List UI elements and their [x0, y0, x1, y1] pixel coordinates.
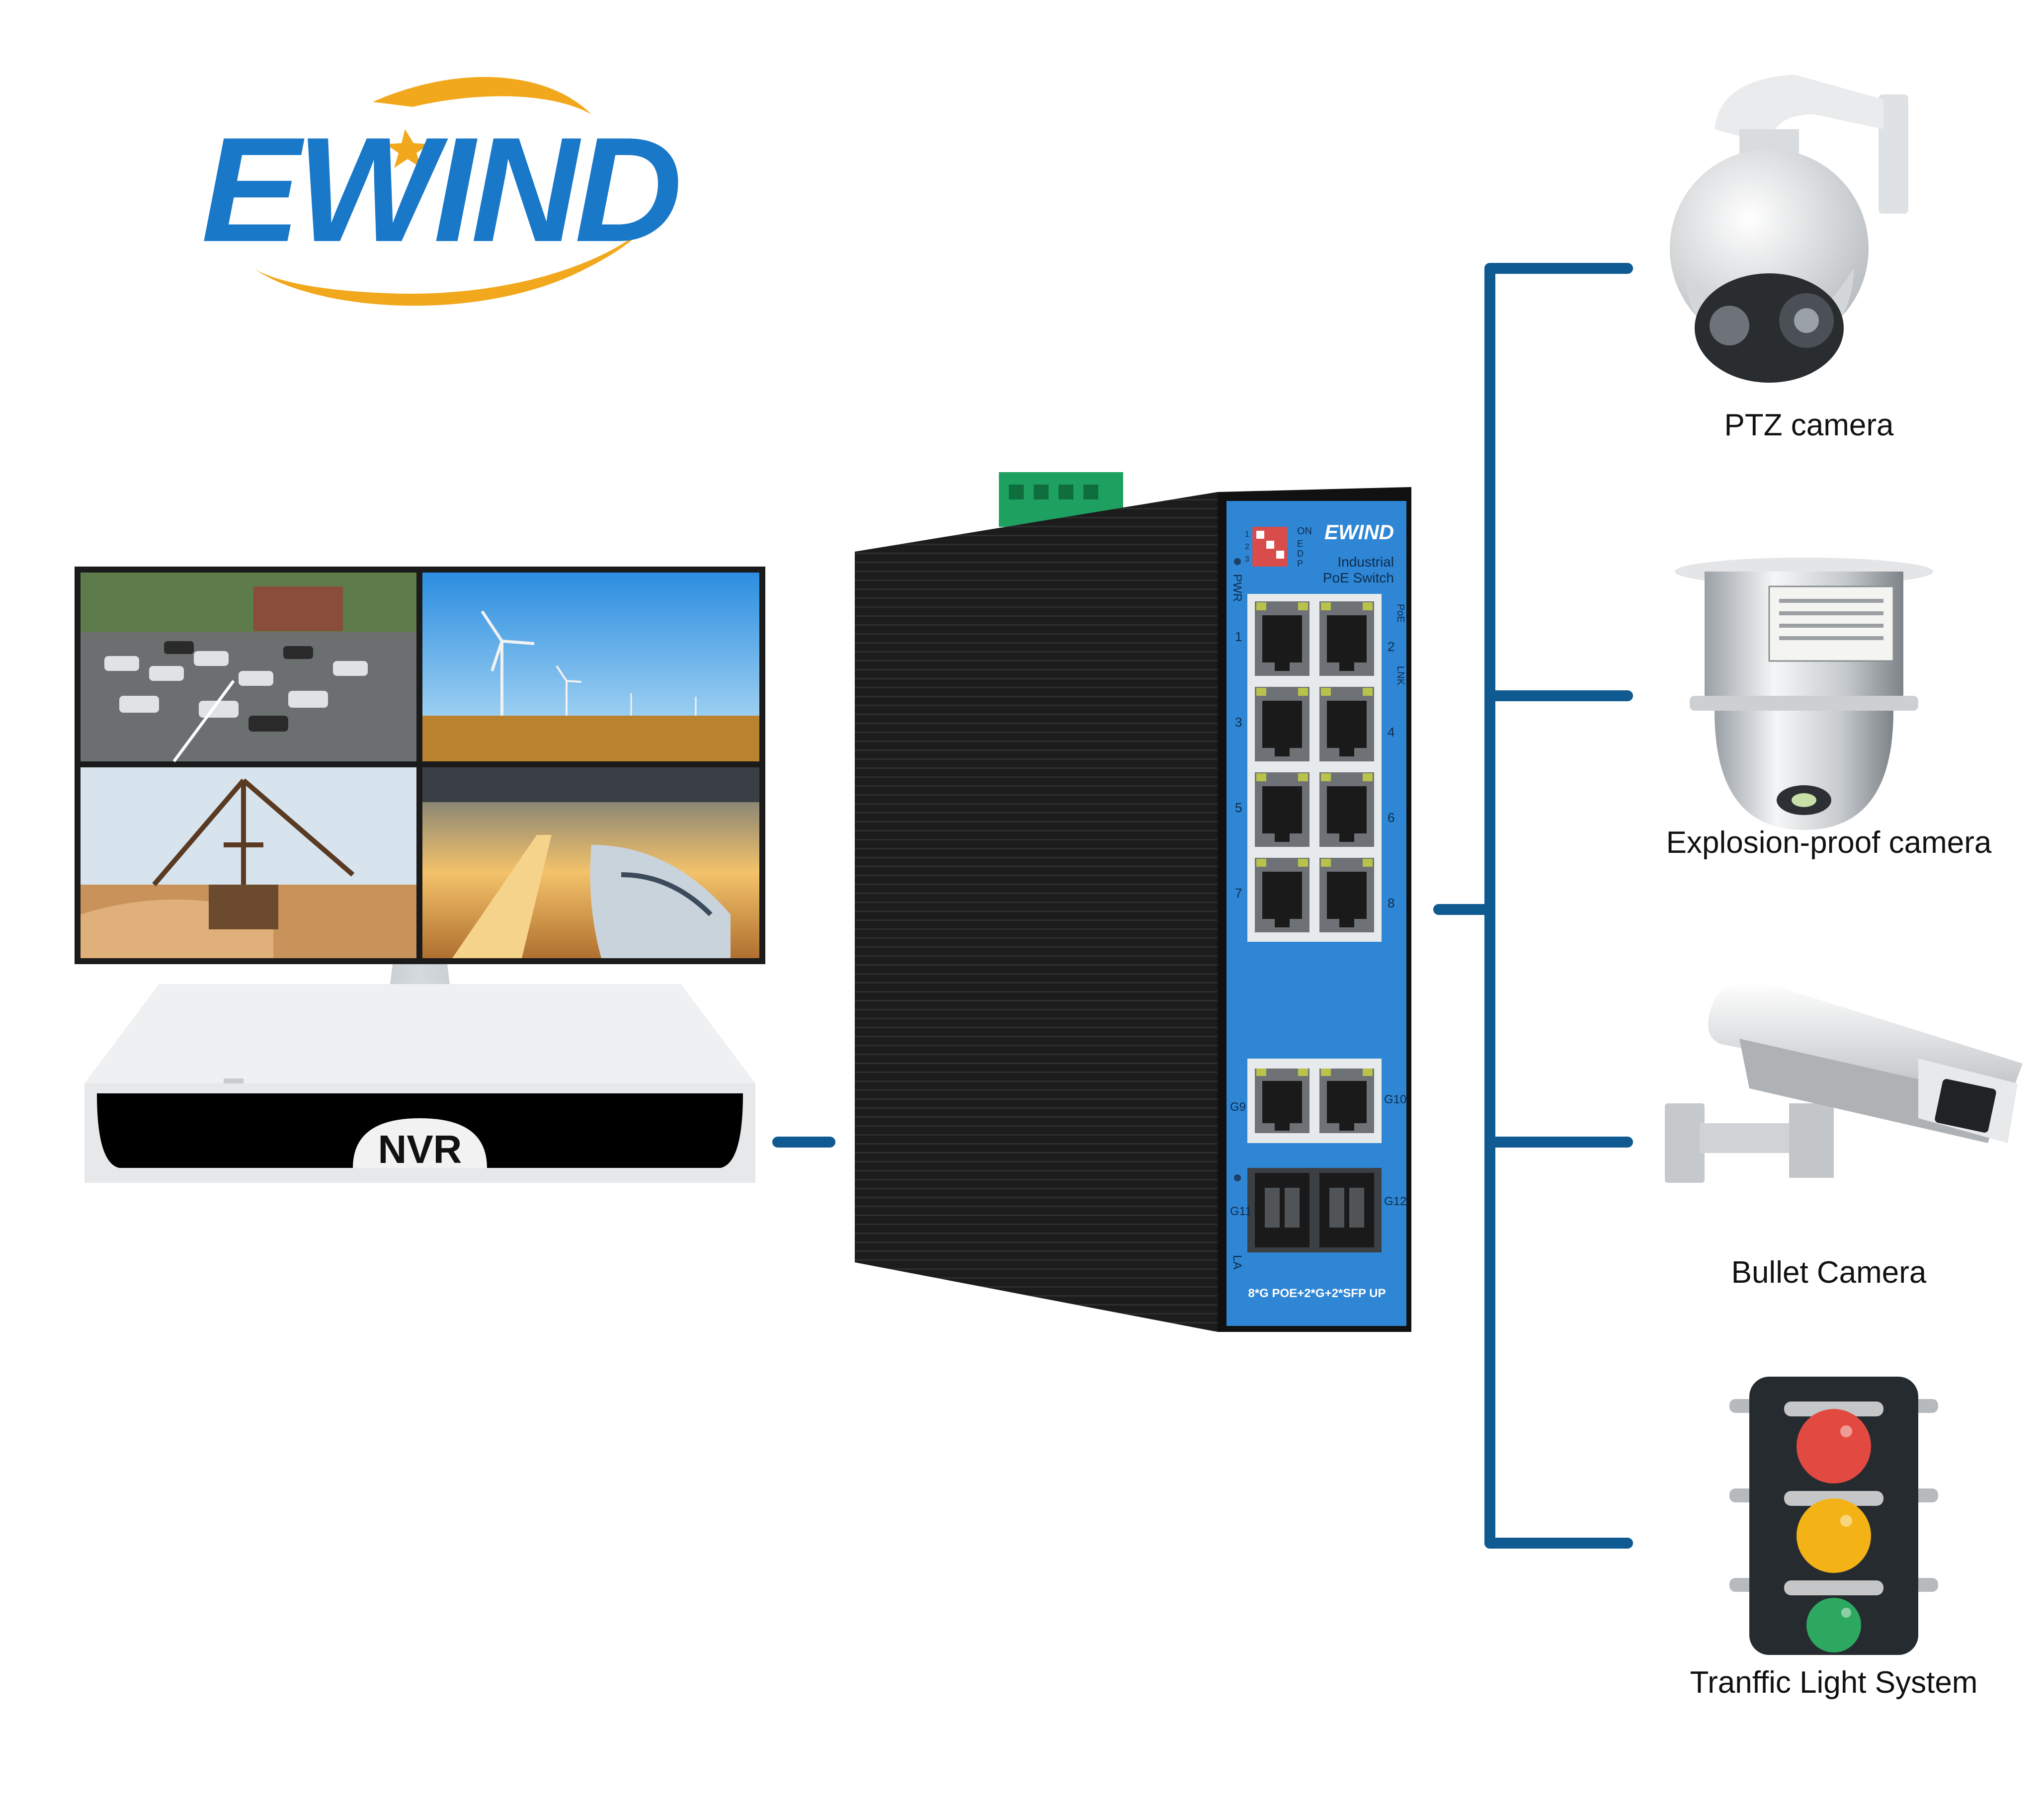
dip-letter-p: P [1297, 559, 1303, 569]
camera-feed-railway-station [422, 767, 759, 958]
dip-on-label: ON [1297, 526, 1312, 537]
logo-star-icon [386, 129, 429, 168]
uplink-port-g9[interactable] [1255, 1069, 1309, 1133]
poe-port-5[interactable] [1255, 772, 1309, 847]
logo-text: EWIND [201, 106, 679, 273]
switch-brand-label: EWIND [1324, 520, 1394, 544]
camera-feed-mining-excavator [81, 767, 416, 958]
port-number-3: 3 [1235, 715, 1242, 730]
poe-port-2[interactable] [1319, 601, 1374, 676]
sfp-port-g12[interactable] [1319, 1173, 1374, 1247]
uplink-label-g10: G10 [1384, 1093, 1406, 1106]
switch-product-line2: PoE Switch [1323, 570, 1394, 585]
traffic-light-icon [1729, 1377, 1938, 1655]
device-label-bullet: Bullet Camera [1731, 1255, 1927, 1290]
dip-number-3: 3 [1245, 555, 1249, 564]
port-number-8: 8 [1388, 896, 1394, 910]
la-label: LA [1230, 1255, 1244, 1269]
poe-ports [1255, 601, 1374, 932]
poe-port-4[interactable] [1319, 687, 1374, 761]
switch-spec-label: 8*G POE+2*G+2*SFP UP [1248, 1287, 1386, 1300]
sfp-label-g12: G12 [1384, 1195, 1406, 1208]
la-led-icon [1234, 1174, 1241, 1181]
dip-switch[interactable] [1252, 527, 1287, 567]
dip-letter-d: D [1297, 549, 1304, 559]
uplink-port-g10[interactable] [1319, 1069, 1374, 1133]
yellow-light-icon [1797, 1498, 1871, 1573]
poe-port-8[interactable] [1319, 858, 1374, 932]
ewind-logo: EWIND [201, 77, 683, 306]
poe-label: PoE [1395, 604, 1406, 623]
sfp-label-g11: G11 [1230, 1205, 1252, 1218]
pwr-label: PWR [1230, 574, 1244, 602]
dip-letter-e: E [1297, 539, 1303, 549]
poe-port-6[interactable] [1319, 772, 1374, 847]
camera-feed-wind-farm [422, 573, 759, 761]
nvr-badge [353, 1118, 487, 1168]
nvr-label: NVR [378, 1127, 462, 1171]
red-light-icon [1797, 1409, 1871, 1483]
link-label: LNK [1395, 666, 1406, 686]
ptz-camera-icon [1670, 75, 1908, 383]
device-label-traffic-light: Tranffic Light System [1690, 1665, 1978, 1700]
device-label-explosion-proof: Explosion-proof camera [1666, 825, 1992, 860]
poe-port-1[interactable] [1255, 601, 1309, 676]
switch-side-fins [855, 492, 1218, 1332]
switch-product-line1: Industrial [1337, 554, 1394, 570]
port-number-5: 5 [1235, 800, 1242, 815]
nvr-top [84, 984, 755, 1083]
industrial-poe-switch: ON E D P 1 2 3 EWIND Industrial PoE Swit… [855, 472, 1411, 1332]
port-number-7: 7 [1235, 886, 1242, 901]
port-number-6: 6 [1388, 810, 1394, 825]
poe-port-7[interactable] [1255, 858, 1309, 932]
dip-number-2: 2 [1245, 543, 1249, 551]
logo-top-swoosh [373, 77, 591, 114]
device-label-ptz: PTZ camera [1724, 408, 1894, 442]
uplink-label-g9: G9 [1230, 1100, 1246, 1114]
bullet-camera-icon [1665, 981, 2023, 1183]
port-number-2: 2 [1388, 639, 1394, 654]
camera-feed-parking-lot [81, 573, 416, 762]
green-light-icon [1806, 1598, 1861, 1652]
sfp-port-g11[interactable] [1255, 1173, 1309, 1247]
pwr-led-icon [1234, 558, 1241, 565]
poe-port-3[interactable] [1255, 687, 1309, 761]
monitor-with-nvr: NVR [75, 567, 765, 1183]
port-number-1: 1 [1235, 629, 1242, 644]
dip-number-1: 1 [1245, 530, 1249, 539]
explosion-proof-camera-icon [1675, 558, 1933, 830]
port-number-4: 4 [1388, 725, 1394, 740]
